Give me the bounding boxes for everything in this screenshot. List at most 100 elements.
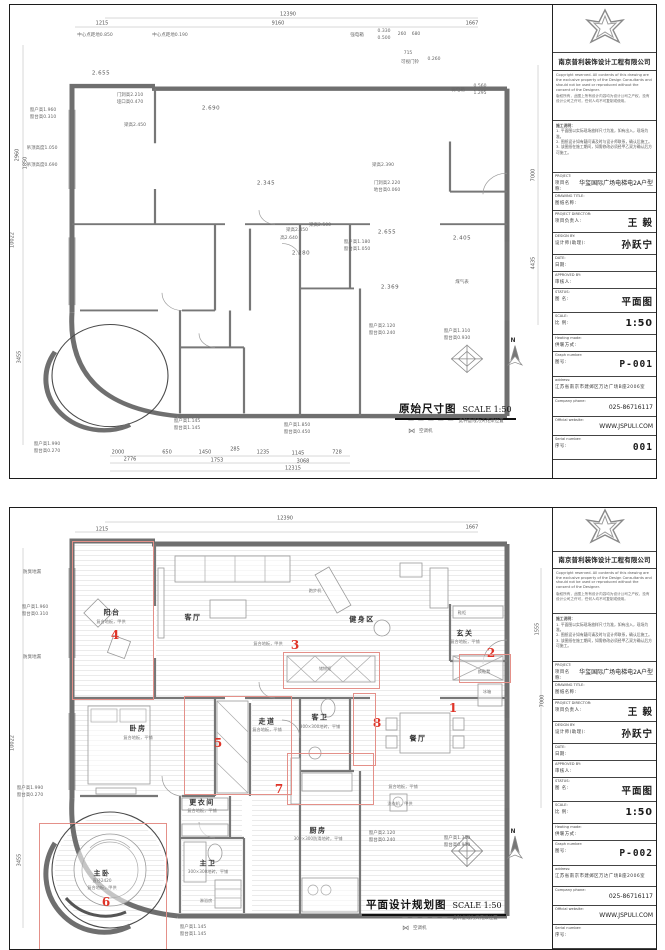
floorplan-drawing-original [22,17,539,472]
field-label-cn: 供暖方式: [555,831,577,837]
field-label-cn: 项目负责人: [555,218,582,224]
titleblock-row: DRAWING TITLE:图纸名称: [553,193,656,211]
plan-label: 4435 [530,256,537,270]
titleblock-row: Company phone:025-86716117 [553,398,656,417]
field-label-en: STATUS: [555,779,570,783]
titleblock-row: APPROVED BY:审核人: [553,761,656,778]
legend-label: 此种虚线为天花梁位置 [458,418,504,424]
room-label: 主卧 [93,869,111,878]
plan-label: 门洞高2.210 [116,92,144,98]
plan-label: 1.295 [473,90,487,96]
legend-label: 空调机 [413,926,427,931]
field-value [650,193,656,210]
field-label-en: Serial number: [555,926,582,930]
field-value: 1:50 [625,807,653,818]
field-label-en: Graph number: [555,353,583,357]
plan-label: 2776 [123,456,137,463]
plan-label: 窗台高0.450 [283,429,311,435]
plan-label: 1667 [465,20,479,27]
plan-label: 10022 [10,232,16,248]
plan-label: 窗台高0.930 [443,335,471,341]
plan-label: 3455 [16,853,23,867]
titleblock-row: APPROVED BY:审核人: [553,272,656,289]
field-label-cn: 供暖方式: [555,342,577,348]
room-label: 更衣间 [189,798,215,807]
room-label: 走道 [258,717,276,726]
field-label-en: Heating mode: [555,336,582,340]
plan-label: 换鞋凳 [477,668,491,674]
legend-item-valve: ⋈ 空调机 [408,427,504,435]
copyright-block: Copyright reserved. All contents of this… [553,71,656,121]
plan-label: 复合地板，平铺 [388,783,418,789]
plan-label: 7000 [539,694,546,708]
field-label-en: Heating mode: [555,825,582,829]
field-label-en: Official website: [555,418,584,422]
titleblock-row: address:江苏省南京市建邺区万达广场B座2006室 [553,377,656,398]
room-label: 客厅 [184,613,202,622]
notes-body: 1. 平面图以实际现场放样尺寸为准，如有出入，现场为准。 2. 图纸设计如有疑问… [556,621,652,649]
copyright-en: Copyright reserved. All contents of this… [556,570,652,590]
room-label: 客卫 [311,713,329,722]
plan-label: 1753 [210,457,224,464]
plan-label: 1145 [291,450,305,457]
valve-symbol: ⋈ [408,427,415,435]
valve-symbol: ⋈ [402,924,409,932]
plan-label: 窗台高0.240 [368,330,396,336]
field-value: 平面图 [621,296,653,308]
field-label-en: PROJECT DIRECTOR: [555,212,592,216]
field-label-en: DATE: [555,745,566,749]
plan-label: 1215 [95,526,109,533]
plan-label: 复合地板，甲供 [87,884,117,890]
field-label-en: DATE: [555,256,566,260]
field-label-en: DRAWING TITLE: [555,683,585,687]
plan-label: 1450 [198,449,212,456]
titleblock-p001: 南京普利装饰设计工程有限公司 Copyright reserved. All c… [552,5,656,478]
sheet-scale-text: SCALE 1:50 [452,901,502,910]
field-value: WWW.JSPULI.COM [599,422,653,430]
notes-title: 施工说明： [556,616,575,622]
field-value: 001 [632,442,653,453]
titleblock-row: SCALE:比 例:1:50 [553,313,656,335]
field-label-cn: 设计师(助理): [555,240,586,246]
field-value [650,335,656,351]
field-label-cn: 项目负责人: [555,707,582,713]
room-label: 餐厅 [409,734,427,743]
legend-item-dashed-wall: — — — — — 此种虚线为天花梁位置 [402,914,498,921]
plan-label: 防臭地漏 [23,569,41,575]
plan-label: 1555 [534,622,541,636]
plan-label: 2.405 [452,235,472,242]
plan-label: 窗户高1.145 [179,924,207,930]
plan-label: 高2.640 [280,235,298,241]
plan-label: 2000 [111,449,125,456]
plan-label: 1215 [95,20,109,27]
dashed-line-symbol: — — — — — [408,417,455,424]
plan-label: 728 [332,449,342,456]
plan-label: 12390 [277,515,293,522]
room-label: 厨房 [309,826,327,835]
highlight-box [283,652,380,689]
titleblock-row: PROJECT DIRECTOR:项目负责人:王 毅 [553,700,656,722]
plan-label: 3068 [296,458,310,465]
plan-label: 复合地板，平铺 [187,807,217,813]
titleblock-row: Official website: WWW.JSPULI.COM [553,417,656,436]
copyright-en: Copyright reserved. All contents of this… [556,73,652,92]
field-label-cn: 序号: [555,932,567,938]
field-value: P-001 [619,358,653,370]
field-value [650,272,656,288]
plan-label: 中心点距地0.190 [152,32,188,38]
annotation-1: 1 [448,701,458,715]
field-label-en: address: [555,867,571,871]
titleblock-row: Official website:WWW.JSPULI.COM [553,906,656,925]
notes-title: 施工说明： [556,123,575,128]
plan-label: 2.369 [380,284,400,291]
floorplan-drawing-design [22,521,542,949]
plan-label: 窗户高1.310 [443,835,471,841]
titleblock-p002: 南京普利装饰设计工程有限公司 Copyright reserved. All c… [552,508,656,949]
field-value: 孙跃宁 [621,239,653,251]
field-value [650,866,656,886]
plan-label: 0.500 [377,35,391,41]
